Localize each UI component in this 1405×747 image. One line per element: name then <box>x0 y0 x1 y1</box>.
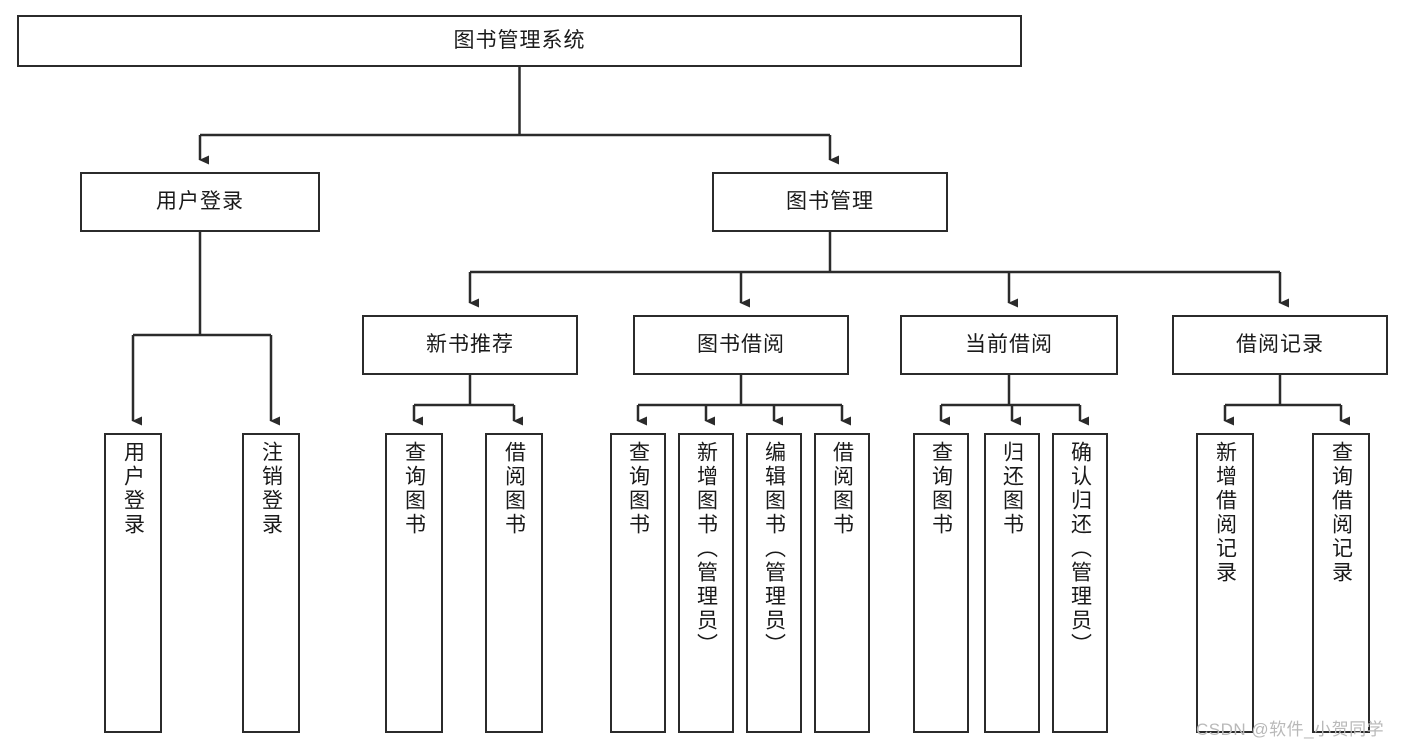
node-borrow-record-label: 借阅记录 <box>1236 333 1324 357</box>
node-book-management-label: 图书管理 <box>786 190 874 214</box>
leaf-return-book-label: 归还图书 <box>1000 441 1024 537</box>
leaf-edit-book-admin[interactable]: 编辑图书（管理员） <box>746 433 802 733</box>
leaf-query-book-newbook[interactable]: 查询图书 <box>385 433 443 733</box>
node-root-label: 图书管理系统 <box>453 29 586 53</box>
leaf-add-book-admin[interactable]: 新增图书（管理员） <box>678 433 734 733</box>
node-current-borrow-label: 当前借阅 <box>965 333 1053 357</box>
leaf-confirm-return-admin[interactable]: 确认归还（管理员） <box>1052 433 1108 733</box>
csdn-watermark: CSDN @软件_小贺同学 <box>1196 720 1385 739</box>
leaf-query-borrow-record[interactable]: 查询借阅记录 <box>1312 433 1370 733</box>
node-book-management[interactable]: 图书管理 <box>712 172 948 232</box>
node-book-borrow[interactable]: 图书借阅 <box>633 315 849 375</box>
leaf-user-login-label: 用户登录 <box>121 441 145 537</box>
leaf-borrow-book-label: 借阅图书 <box>830 441 854 537</box>
leaf-query-borrow-record-label: 查询借阅记录 <box>1329 441 1353 585</box>
node-new-book-recommend-label: 新书推荐 <box>426 333 514 357</box>
node-borrow-record[interactable]: 借阅记录 <box>1172 315 1388 375</box>
node-current-borrow[interactable]: 当前借阅 <box>900 315 1118 375</box>
leaf-add-borrow-record[interactable]: 新增借阅记录 <box>1196 433 1254 733</box>
leaf-query-book-current[interactable]: 查询图书 <box>913 433 969 733</box>
leaf-borrow-book-newbook-label: 借阅图书 <box>502 441 526 537</box>
node-new-book-recommend[interactable]: 新书推荐 <box>362 315 578 375</box>
leaf-query-book-current-label: 查询图书 <box>929 441 953 537</box>
leaf-logout[interactable]: 注销登录 <box>242 433 300 733</box>
leaf-query-book-borrow[interactable]: 查询图书 <box>610 433 666 733</box>
leaf-borrow-book-newbook[interactable]: 借阅图书 <box>485 433 543 733</box>
leaf-confirm-return-admin-label: 确认归还（管理员） <box>1068 441 1092 657</box>
node-root[interactable]: 图书管理系统 <box>17 15 1022 67</box>
node-user-login-label: 用户登录 <box>156 190 244 214</box>
leaf-query-book-newbook-label: 查询图书 <box>402 441 426 537</box>
leaf-edit-book-admin-label: 编辑图书（管理员） <box>762 441 786 657</box>
leaf-return-book[interactable]: 归还图书 <box>984 433 1040 733</box>
node-user-login[interactable]: 用户登录 <box>80 172 320 232</box>
leaf-borrow-book[interactable]: 借阅图书 <box>814 433 870 733</box>
leaf-user-login[interactable]: 用户登录 <box>104 433 162 733</box>
leaf-add-borrow-record-label: 新增借阅记录 <box>1213 441 1237 585</box>
leaf-logout-label: 注销登录 <box>259 441 283 537</box>
leaf-add-book-admin-label: 新增图书（管理员） <box>694 441 718 657</box>
leaf-query-book-borrow-label: 查询图书 <box>626 441 650 537</box>
node-book-borrow-label: 图书借阅 <box>697 333 785 357</box>
